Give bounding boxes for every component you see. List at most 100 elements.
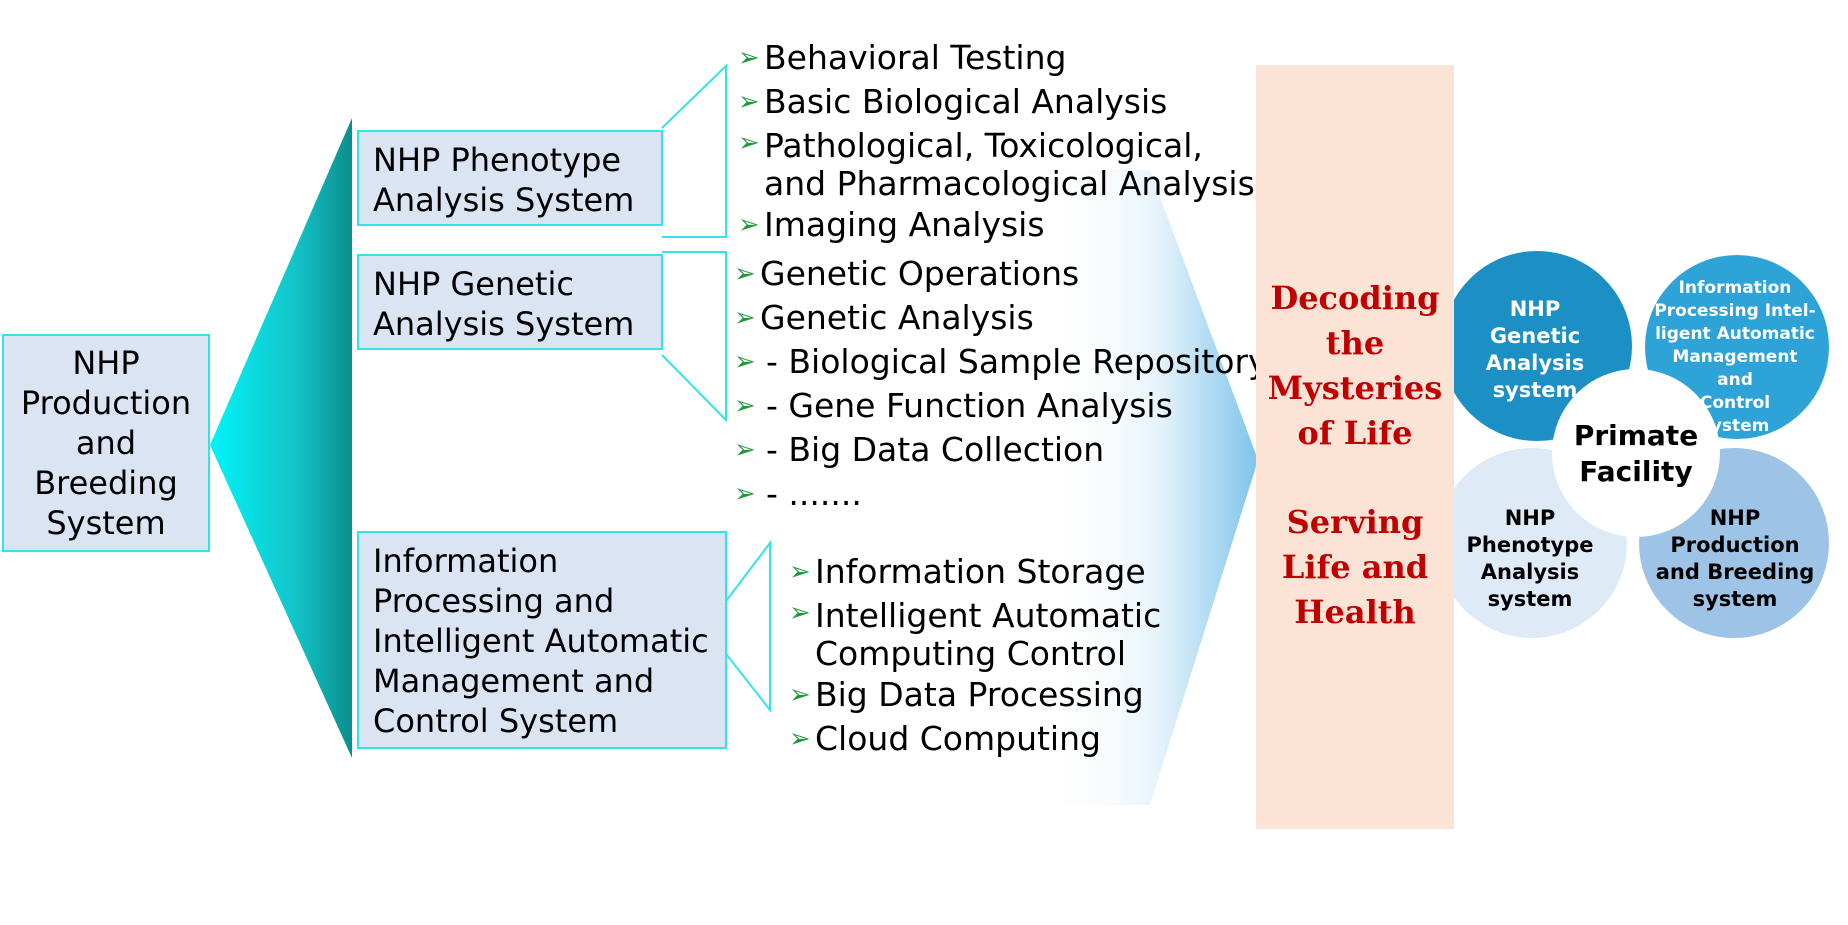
circle-line: Processing Intel- [1654, 301, 1816, 321]
arrow-bullet-icon: ➢ [738, 128, 760, 158]
genetic-item-list: ➢Genetic Operations ➢Genetic Analysis ➢ … [734, 252, 1268, 516]
item-text: Cloud Computing [815, 719, 1101, 758]
circle-line: Control [1699, 393, 1771, 413]
arrow-bullet-icon: ➢ [738, 210, 760, 240]
motto-decoding: Decoding the Mysteries of Life [1256, 276, 1454, 456]
phenotype-system-box: NHP Phenotype Analysis System [357, 130, 663, 226]
arrow-bullet-icon: ➢ [734, 303, 756, 333]
genetic-bracket [661, 251, 727, 423]
box-line: Analysis System [373, 181, 635, 219]
box-line: Intelligent Automatic [373, 622, 709, 660]
root-line: System [46, 504, 166, 542]
circle-line: Production [1670, 533, 1800, 557]
arrow-bullet-icon: ➢ [734, 479, 756, 509]
motto-line: Life and [1281, 548, 1429, 586]
item-text: - Big Data Collection [766, 430, 1105, 469]
circle-genetic-label: NHP Genetic Analysis system [1460, 296, 1610, 404]
circle-line: Management [1672, 347, 1798, 367]
list-item: ➢Cloud Computing [789, 717, 1161, 761]
box-line: Information [373, 542, 559, 580]
arrow-bullet-icon: ➢ [738, 87, 760, 117]
circle-line: system [1487, 587, 1573, 611]
item-text: Big Data Processing [815, 675, 1144, 714]
list-item: ➢Big Data Processing [789, 673, 1161, 717]
motto-line: the [1325, 324, 1385, 362]
circle-line: NHP [1709, 506, 1761, 530]
circle-center-label: Primate Facility [1556, 418, 1716, 490]
list-item: ➢Behavioral Testing [738, 36, 1255, 80]
circle-line: NHP [1504, 506, 1556, 530]
motto-line: Decoding [1270, 279, 1440, 317]
root-line: Breeding [34, 464, 178, 502]
arrow-bullet-icon: ➢ [789, 724, 811, 754]
item-text: - ....... [766, 474, 862, 513]
list-item: ➢ - Biological Sample Repository [734, 340, 1268, 384]
circle-line: Analysis [1480, 560, 1580, 584]
list-item: ➢ - ....... [734, 472, 1268, 516]
item-text: - Biological Sample Repository [766, 342, 1268, 381]
box-line: Processing and [373, 582, 615, 620]
circle-line: Facility [1579, 455, 1693, 488]
circle-line: ligent Automatic [1655, 324, 1815, 344]
item-text: Computing Control [815, 634, 1126, 673]
motto-line: Health [1294, 593, 1416, 631]
motto-line: of Life [1297, 414, 1413, 452]
arrow-bullet-icon: ➢ [734, 347, 756, 377]
root-box: NHP Production and Breeding System [2, 334, 210, 552]
list-item: ➢Pathological, Toxicological,and Pharmac… [738, 124, 1255, 203]
list-item: ➢Basic Biological Analysis [738, 80, 1255, 124]
arrow-bullet-icon: ➢ [734, 435, 756, 465]
motto-panel [1256, 65, 1454, 829]
item-text: Behavioral Testing [764, 38, 1067, 77]
box-line: Analysis System [373, 305, 635, 343]
item-text: Intelligent Automatic [815, 596, 1162, 635]
item-text: Imaging Analysis [764, 205, 1045, 244]
circle-line: and Breeding [1655, 560, 1815, 584]
genetic-system-box: NHP Genetic Analysis System [357, 254, 663, 350]
circle-center [1552, 369, 1720, 537]
flow-chevron [1040, 170, 1258, 805]
motto-line: Serving [1286, 503, 1424, 541]
box-line: Control System [373, 702, 619, 740]
circle-line: Information [1678, 278, 1792, 298]
root-line: NHP [72, 344, 140, 382]
root-line: Production [20, 384, 192, 422]
circle-line: system [1692, 587, 1778, 611]
item-text: Genetic Operations [760, 254, 1080, 293]
circle-line: Phenotype [1466, 533, 1594, 557]
info-system-box: Information Processing and Intelligent A… [357, 531, 727, 749]
arrow-bullet-icon: ➢ [734, 391, 756, 421]
circle-phenotype-label: NHP Phenotype Analysis system [1455, 505, 1605, 613]
list-item: ➢Imaging Analysis [738, 203, 1255, 247]
box-line: NHP Phenotype [373, 141, 622, 179]
info-item-list: ➢Information Storage ➢Intelligent Automa… [789, 550, 1161, 761]
motto-line: Mysteries [1267, 369, 1443, 407]
list-item: ➢Genetic Analysis [734, 296, 1268, 340]
circle-line: NHP [1509, 297, 1561, 321]
circle-line: system [1492, 378, 1578, 402]
circle-line: Analysis [1485, 351, 1585, 375]
arrow-bullet-icon: ➢ [789, 557, 811, 587]
list-item: ➢Genetic Operations [734, 252, 1268, 296]
motto-serving: Serving Life and Health [1256, 500, 1454, 635]
box-line: NHP Genetic [373, 265, 574, 303]
list-item: ➢Information Storage [789, 550, 1161, 594]
arrow-bullet-icon: ➢ [789, 680, 811, 710]
phenotype-item-list: ➢Behavioral Testing ➢Basic Biological An… [738, 36, 1255, 247]
list-item: ➢ - Big Data Collection [734, 428, 1268, 472]
circle-line: and [1717, 370, 1753, 390]
circle-line: Genetic [1489, 324, 1581, 348]
phenotype-bracket [661, 63, 727, 238]
list-item: ➢ - Gene Function Analysis [734, 384, 1268, 428]
circle-info-label: Information Processing Intel- ligent Aut… [1640, 277, 1830, 438]
info-bracket [722, 540, 771, 713]
item-text: and Pharmacological Analysis [764, 164, 1255, 203]
item-text: Genetic Analysis [760, 298, 1034, 337]
circle-line: system [1700, 416, 1770, 436]
root-line: and [75, 424, 137, 462]
item-text: Information Storage [815, 552, 1146, 591]
box-line: Management and [373, 662, 655, 700]
circle-production-label: NHP Production and Breeding system [1645, 505, 1825, 613]
